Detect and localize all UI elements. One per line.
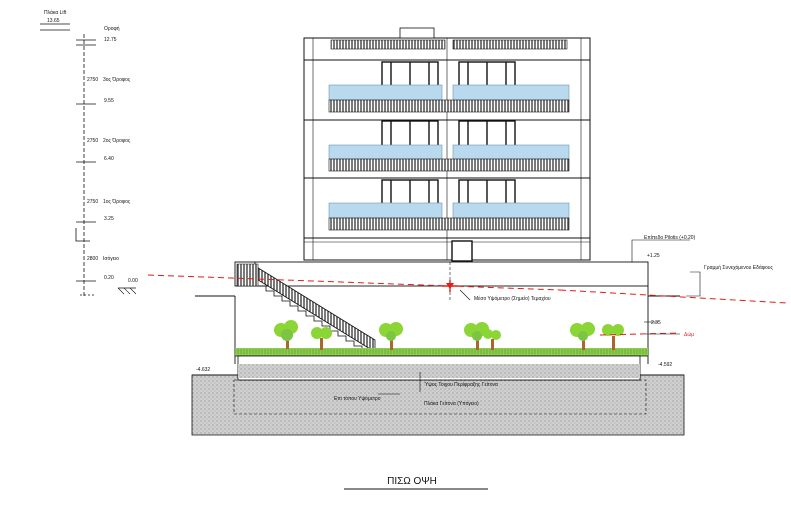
wall-height: 2.35 [651, 320, 661, 326]
floor3-balconies [328, 61, 570, 113]
natural-ground-line [147, 274, 788, 336]
tree-icon [311, 327, 332, 350]
tree-icon [483, 329, 501, 350]
floor1-balconies [328, 179, 570, 231]
floor2-label: 2ος Όροφος [103, 138, 131, 144]
ground-floor-elevation: 0.20 [104, 275, 114, 281]
lift-slab-elevation: 13.65 [47, 18, 60, 24]
floor3-height: 2750 [87, 77, 98, 83]
roof-elevation: 12.75 [104, 37, 117, 43]
existing-level-label: Επι τόπου Υψόμετρο [334, 395, 381, 402]
neighbour-slab-label: Πλάκα Γείτονα (Υπόγειο) [424, 400, 479, 407]
ground-level-elevation: 0.00 [128, 278, 138, 284]
natural-ground-label: Γραμμή Συνεχόμενου Εδάφους [704, 264, 774, 271]
right-depth: -4.592 [658, 362, 672, 368]
tree-icon [602, 324, 624, 350]
floor3-label: 3ος Όροφος [103, 77, 131, 83]
tree-icon [379, 322, 403, 350]
left-depth: -4.632 [196, 367, 210, 373]
floor2-height: 2750 [87, 138, 98, 144]
drawing-title: ΠΙΣΩ ΟΨΗ [387, 476, 437, 487]
mid-height-label: Μέσο Υψόμετρο (Σημείο) Τεμαχίου [474, 295, 551, 302]
floor1-elevation: 3.25 [104, 216, 114, 222]
lift-slab-label: Πλάκα Lift [44, 9, 67, 16]
garden-trees [274, 320, 624, 350]
drawing-title-block: ΠΙΣΩ ΟΨΗ [344, 476, 488, 490]
roof-label: Οροφή [104, 25, 120, 32]
floor1-height: 2750 [87, 199, 98, 205]
grass-strip [235, 348, 648, 356]
level-scale [40, 23, 137, 296]
pilotis-elevation: +1.25 [647, 253, 660, 259]
ground-floor-label: Ισόγειο [103, 255, 119, 262]
neighbour-height-label: Ύψος Τοιχου Περίφραξης Γείτονα [424, 382, 498, 388]
building [303, 27, 591, 262]
soil-section [191, 355, 685, 436]
ground-floor-height: 2800 [87, 256, 98, 262]
floor2-balconies [328, 120, 570, 172]
pilotis-level-label: Επίπεδο Pilotis (+0.20) [644, 235, 696, 241]
tree-icon [274, 320, 298, 349]
floor2-elevation: 6.40 [104, 156, 114, 162]
mid-height-marker [442, 262, 458, 300]
wall-label: Δώμ [684, 331, 694, 338]
floor1-label: 1ος Όροφος [103, 199, 131, 205]
floor3-elevation: 9.55 [104, 98, 114, 104]
stair [236, 263, 376, 353]
tree-icon [570, 322, 595, 350]
